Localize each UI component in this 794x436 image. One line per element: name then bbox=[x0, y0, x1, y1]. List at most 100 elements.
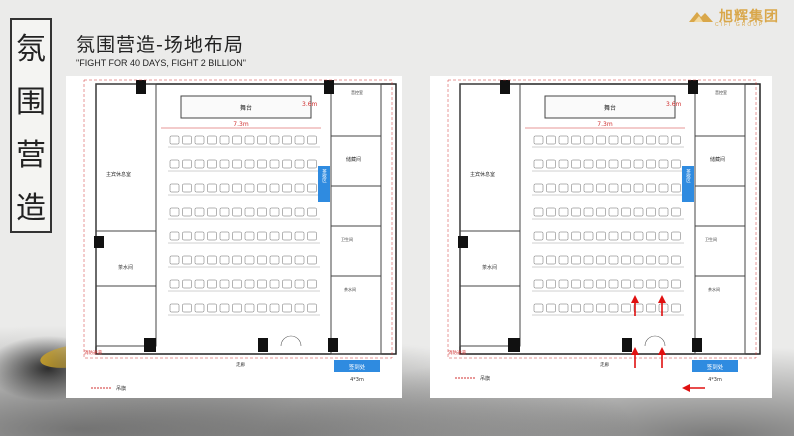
seat bbox=[182, 135, 192, 145]
seat bbox=[169, 183, 180, 193]
entry-flow-arrows bbox=[631, 295, 705, 392]
depth-dimension: 3.6m bbox=[666, 101, 682, 108]
logo-mountain-icon bbox=[689, 12, 713, 22]
room-label-tea-right: 茶水间 bbox=[344, 286, 356, 292]
seat bbox=[294, 207, 305, 217]
seat bbox=[244, 135, 255, 145]
room-label-tea: 茶水间 bbox=[118, 264, 133, 271]
seat bbox=[621, 231, 631, 241]
company-logo: 旭辉集团 bbox=[688, 6, 779, 26]
seat bbox=[646, 231, 656, 241]
seat bbox=[169, 135, 180, 145]
seat bbox=[633, 159, 644, 169]
seat bbox=[244, 183, 255, 193]
seat bbox=[194, 231, 205, 241]
seat bbox=[608, 303, 619, 313]
corridor-label: 走廊 bbox=[236, 361, 245, 368]
seat bbox=[219, 135, 230, 145]
side-title-box: 氛 围 营 造 bbox=[10, 18, 52, 233]
seat bbox=[671, 303, 681, 313]
seat bbox=[232, 303, 242, 313]
room-label-storage: 储藏间 bbox=[710, 156, 725, 163]
seat bbox=[269, 207, 280, 217]
seat bbox=[558, 159, 569, 169]
seat bbox=[194, 279, 205, 289]
seating-grid bbox=[532, 135, 684, 316]
room-label-vip: 主宾休息室 bbox=[106, 171, 131, 178]
seat bbox=[671, 279, 681, 289]
legend-label: 吊旗 bbox=[116, 385, 126, 392]
corridor-label: 走廊 bbox=[600, 361, 609, 368]
seat bbox=[182, 159, 192, 169]
room-label-tea: 茶水间 bbox=[482, 264, 497, 271]
seat bbox=[194, 159, 205, 169]
seat bbox=[169, 231, 180, 241]
room-label-vip: 主宾休息室 bbox=[470, 171, 495, 178]
room-label-console: 音控室 bbox=[715, 89, 727, 95]
seat bbox=[244, 303, 255, 313]
seat bbox=[244, 207, 255, 217]
seat bbox=[269, 135, 280, 145]
seat bbox=[182, 183, 192, 193]
seat bbox=[571, 135, 581, 145]
seat bbox=[294, 303, 305, 313]
seat bbox=[282, 183, 292, 193]
seat bbox=[633, 279, 644, 289]
seat bbox=[546, 183, 556, 193]
seat bbox=[282, 303, 292, 313]
seat bbox=[294, 135, 305, 145]
seat bbox=[294, 159, 305, 169]
seat bbox=[307, 255, 317, 265]
seat bbox=[232, 183, 242, 193]
seat bbox=[596, 183, 606, 193]
depth-dimension: 3.6m bbox=[302, 101, 318, 108]
seat bbox=[169, 207, 180, 217]
seat bbox=[646, 255, 656, 265]
seat bbox=[633, 207, 644, 217]
seat bbox=[282, 255, 292, 265]
seat bbox=[658, 231, 669, 241]
seat bbox=[621, 207, 631, 217]
seat bbox=[633, 183, 644, 193]
side-title-char: 造 bbox=[16, 190, 46, 226]
seat bbox=[671, 207, 681, 217]
seat bbox=[558, 255, 569, 265]
seat bbox=[571, 207, 581, 217]
seat bbox=[269, 159, 280, 169]
legend-label: 吊旗 bbox=[480, 375, 490, 382]
seat bbox=[583, 183, 594, 193]
room-label-console: 音控室 bbox=[351, 89, 363, 95]
seat bbox=[307, 135, 317, 145]
seat bbox=[608, 231, 619, 241]
seat bbox=[194, 303, 205, 313]
room-label-storage: 储藏间 bbox=[346, 156, 361, 163]
seat bbox=[207, 159, 217, 169]
floor-plan-left: 舞台 7.3m 3.6m 主宾休息室 茶水间 储藏间 音控室 卫生间 茶水间 茶… bbox=[66, 76, 402, 398]
seat bbox=[282, 231, 292, 241]
seat bbox=[294, 183, 305, 193]
seat bbox=[219, 279, 230, 289]
seat bbox=[596, 303, 606, 313]
seat bbox=[621, 279, 631, 289]
seat bbox=[269, 303, 280, 313]
fire-exit-label: 消防通道 bbox=[448, 349, 466, 356]
seat bbox=[646, 303, 656, 313]
seat bbox=[194, 255, 205, 265]
seat bbox=[294, 279, 305, 289]
seat bbox=[596, 231, 606, 241]
seat bbox=[583, 279, 594, 289]
seat bbox=[232, 159, 242, 169]
seat bbox=[244, 159, 255, 169]
seat bbox=[307, 231, 317, 241]
seat bbox=[596, 159, 606, 169]
seat bbox=[671, 159, 681, 169]
seat bbox=[232, 279, 242, 289]
seat bbox=[182, 279, 192, 289]
width-dimension: 7.3m bbox=[233, 121, 249, 128]
seat bbox=[207, 135, 217, 145]
seat bbox=[232, 231, 242, 241]
seat bbox=[646, 183, 656, 193]
seat bbox=[571, 231, 581, 241]
seat bbox=[546, 159, 556, 169]
seat bbox=[269, 279, 280, 289]
